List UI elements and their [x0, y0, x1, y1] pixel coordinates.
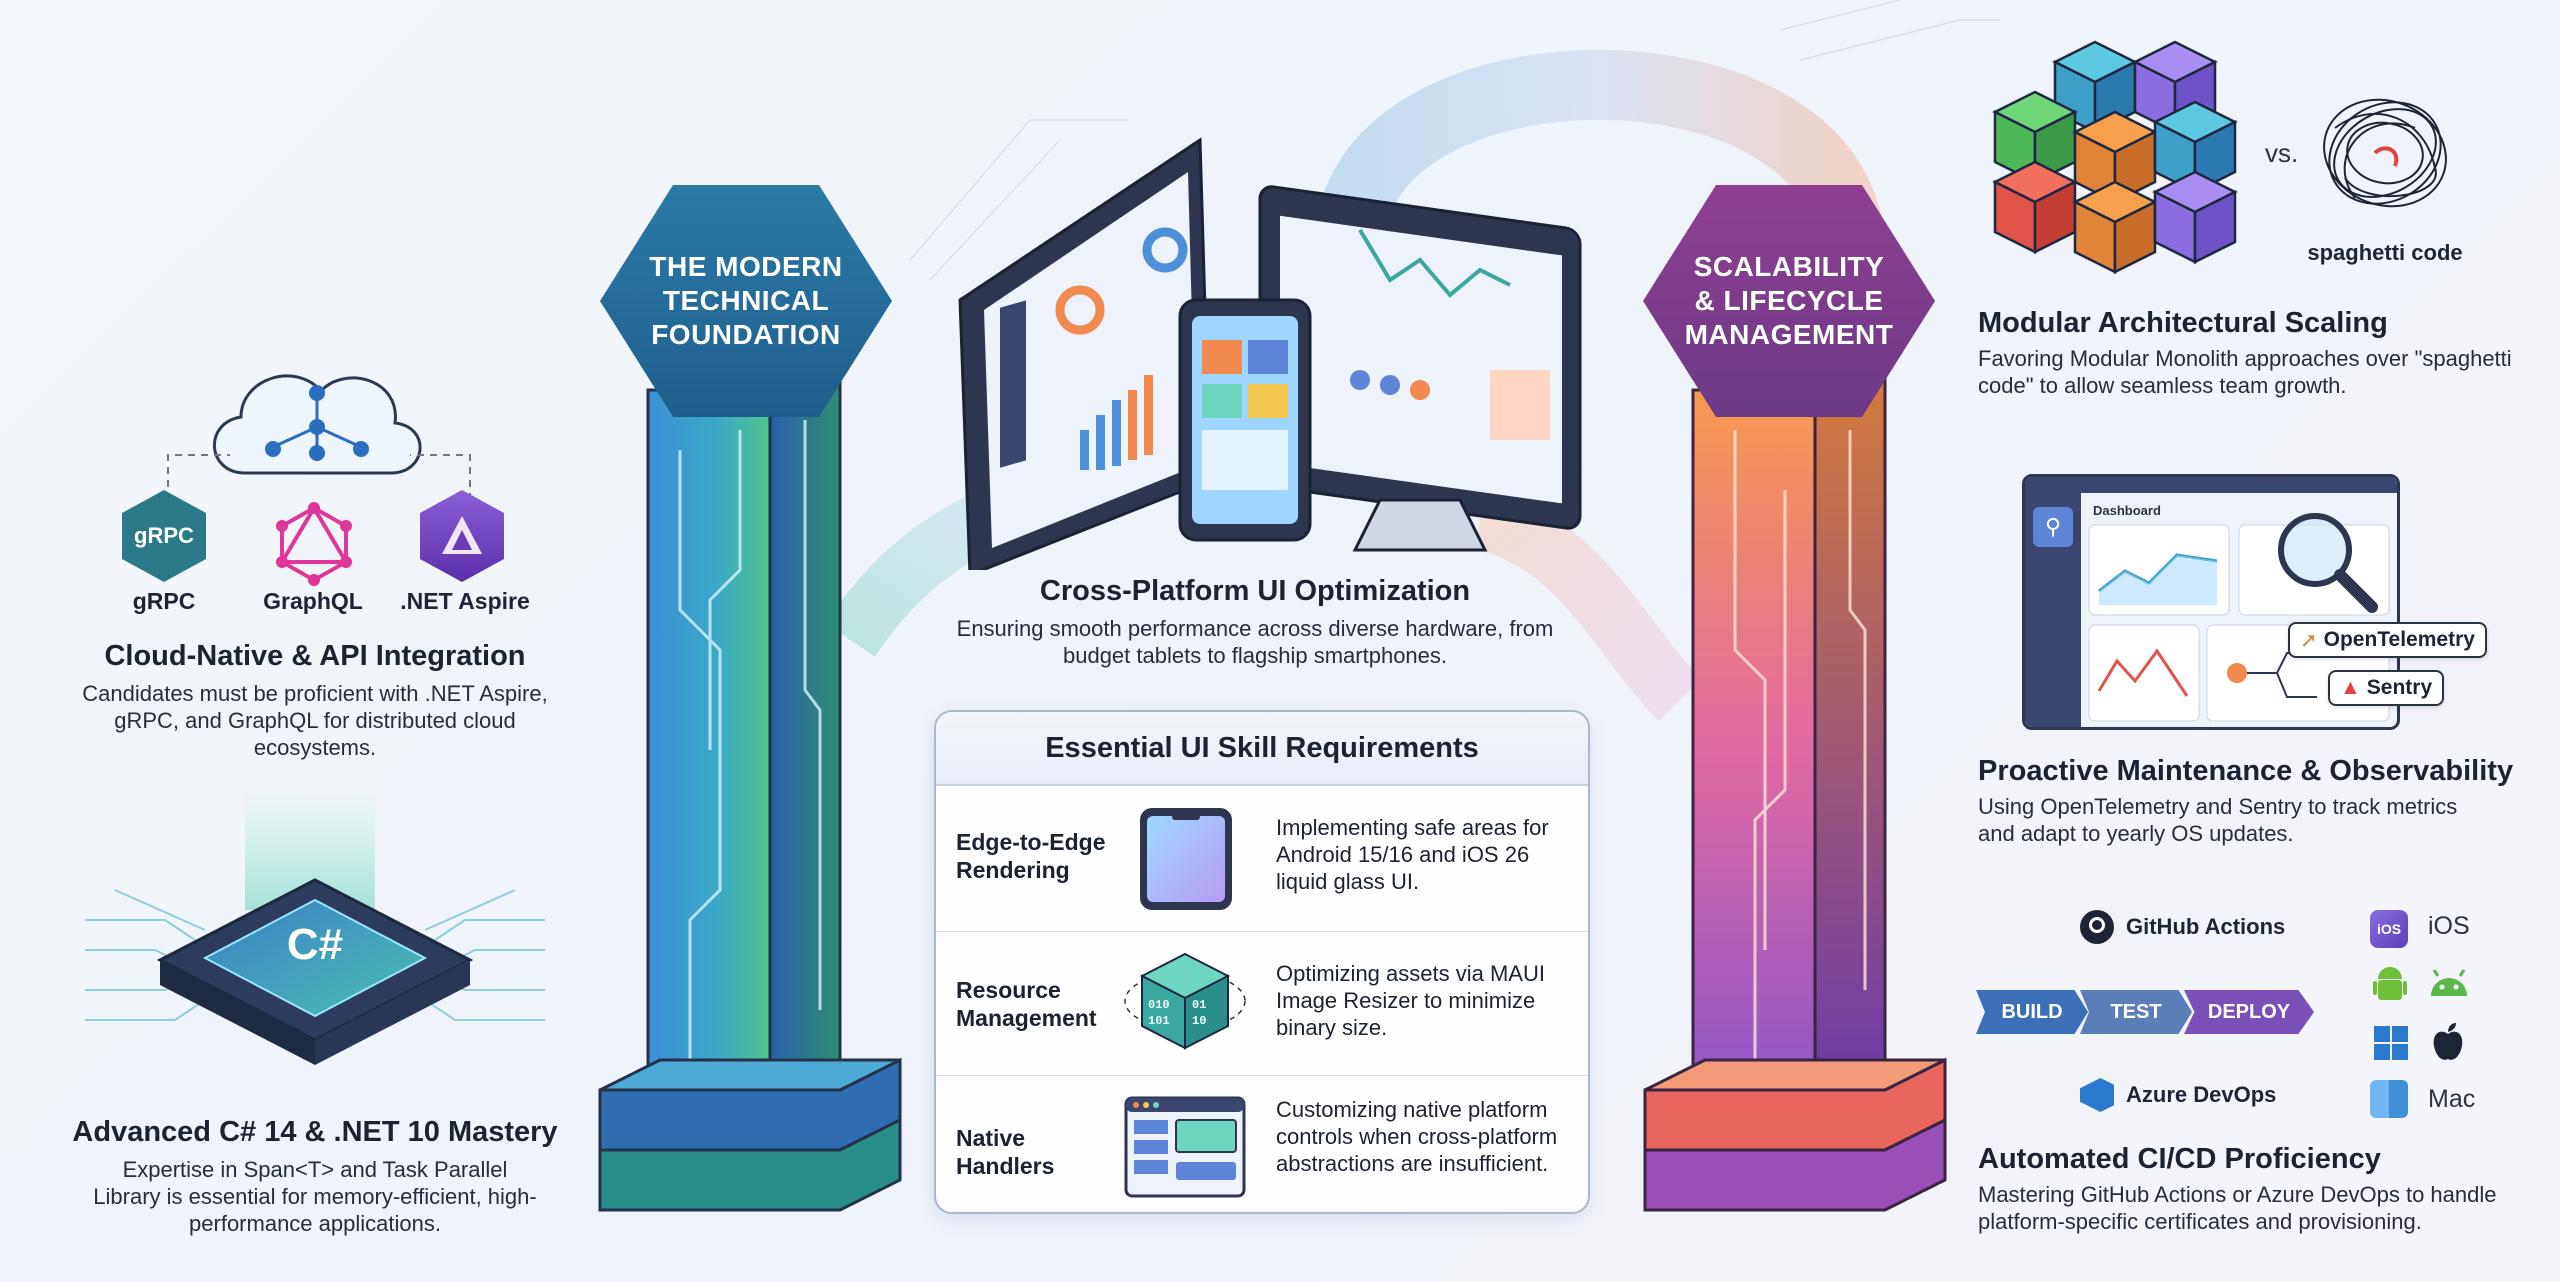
- azure-devops-icon: [2080, 1078, 2114, 1112]
- github-actions-label: GitHub Actions: [2126, 914, 2286, 939]
- grpc-label: gRPC: [132, 588, 196, 614]
- foundation-hex-title: THE MODERN TECHNICAL FOUNDATION: [600, 185, 892, 417]
- observability-title: Proactive Maintenance & Observability: [1978, 755, 2514, 787]
- modular-cubes-icon: [1992, 40, 2238, 275]
- requirement-row: Native Handlers Customizing native platf…: [936, 1076, 1588, 1220]
- cloud-native-title: Cloud-Native & API Integration: [104, 640, 526, 672]
- pipeline-step-test: TEST: [2080, 990, 2192, 1034]
- cloud-connector-lines: [167, 454, 471, 500]
- modular-title: Modular Architectural Scaling: [1978, 307, 2388, 339]
- sentry-tag-label: Sentry: [2366, 676, 2433, 699]
- native-window-icon: [1124, 1096, 1246, 1198]
- cross-platform-description: Ensuring smooth performance across diver…: [956, 616, 1554, 668]
- binary-cube-icon: 010 101 01 10: [1124, 952, 1246, 1050]
- magnifier-icon: [2278, 513, 2378, 613]
- azure-devops: Azure DevOps: [2080, 1078, 2276, 1112]
- cloud-icon: [213, 374, 422, 475]
- sentry-icon: ▲: [2340, 676, 2361, 699]
- observability-dashboard: ⚲ Dashboard: [2022, 474, 2400, 730]
- spaghetti-code-icon: [2323, 98, 2447, 208]
- spaghetti-code-label: spaghetti code: [2307, 240, 2463, 265]
- requirement-description: Optimizing assets via MAUI Image Resizer…: [1276, 961, 1545, 1040]
- sentry-tag: ▲ Sentry: [2328, 670, 2445, 706]
- android-icon: [2373, 967, 2407, 1000]
- mac-label: Mac: [2428, 1085, 2476, 1113]
- svg-text:01: 01: [1192, 998, 1206, 1012]
- csharp-description: Expertise in Span<T> and Task Parallel L…: [93, 1157, 537, 1236]
- ios-label: iOS: [2428, 912, 2470, 940]
- graphql-label: GraphQL: [263, 588, 363, 614]
- pipeline-step-deploy: DEPLOY: [2184, 990, 2314, 1034]
- telescope-icon: ➚: [2300, 628, 2318, 652]
- opentelemetry-tag-label: OpenTelemetry: [2323, 628, 2475, 651]
- modular-description: Favoring Modular Monolith approaches ove…: [1978, 346, 2512, 398]
- ios-badge-icon: iOS: [2370, 910, 2408, 948]
- azure-devops-label: Azure DevOps: [2126, 1082, 2277, 1107]
- requirement-row: Resource Management 010 101 01 10 Optimizi…: [936, 932, 1588, 1076]
- android-head-icon: [2431, 969, 2467, 996]
- requirement-description: Implementing safe areas for Android 15/1…: [1276, 815, 1549, 894]
- github-icon: [2080, 910, 2114, 944]
- ui-requirements-panel: Essential UI Skill Requirements Edge-to-…: [934, 710, 1590, 1214]
- requirement-description: Customizing native platform controls whe…: [1276, 1097, 1558, 1176]
- grpc-glyph: gRPC: [134, 523, 194, 548]
- apple-icon: [2433, 1023, 2463, 1060]
- scalability-pillar: [1643, 362, 1947, 1212]
- graphql-icon: [276, 502, 352, 586]
- opentelemetry-tag: ➚ OpenTelemetry: [2288, 622, 2487, 658]
- phone-edge-icon: [1140, 808, 1232, 910]
- svg-text:010: 010: [1148, 998, 1170, 1012]
- observability-description: Using OpenTelemetry and Sentry to track …: [1978, 794, 2458, 846]
- csharp-chip-icon: [85, 790, 545, 1065]
- github-actions: GitHub Actions: [2080, 910, 2285, 944]
- svg-text:10: 10: [1192, 1014, 1206, 1028]
- ui-requirements-heading: Essential UI Skill Requirements: [936, 712, 1588, 786]
- svg-text:101: 101: [1148, 1014, 1170, 1028]
- windows-icon: [2374, 1026, 2408, 1060]
- vs-label: vs.: [2265, 138, 2299, 168]
- dashboard-titlebar: [2025, 477, 2397, 493]
- requirement-label: Resource Management: [956, 977, 1097, 1031]
- dashboard-search-icon: ⚲: [2033, 507, 2073, 547]
- cloud-native-description: Candidates must be proficient with .NET …: [82, 681, 548, 760]
- cross-platform-title: Cross-Platform UI Optimization: [1039, 575, 1471, 607]
- requirement-label: Edge-to-Edge Rendering: [956, 829, 1106, 883]
- finder-icon: [2370, 1080, 2408, 1118]
- foundation-pillar: [598, 362, 902, 1212]
- cicd-title: Automated CI/CD Proficiency: [1978, 1143, 2381, 1175]
- csharp-title: Advanced C# 14 & .NET 10 Mastery: [72, 1116, 558, 1148]
- pipeline-step-build: BUILD: [1976, 990, 2088, 1034]
- dashboard-label: Dashboard: [2093, 503, 2161, 518]
- requirement-label: Native Handlers: [956, 1125, 1055, 1179]
- csharp-chip-text: C#: [286, 920, 344, 969]
- requirement-row: Edge-to-Edge Rendering Implementing safe…: [936, 788, 1588, 932]
- aspire-label: .NET Aspire: [400, 588, 530, 614]
- cross-platform-devices-illustration: [958, 137, 1582, 570]
- aspire-glyph-icon: [442, 516, 482, 554]
- cicd-description: Mastering GitHub Actions or Azure DevOps…: [1978, 1182, 2497, 1234]
